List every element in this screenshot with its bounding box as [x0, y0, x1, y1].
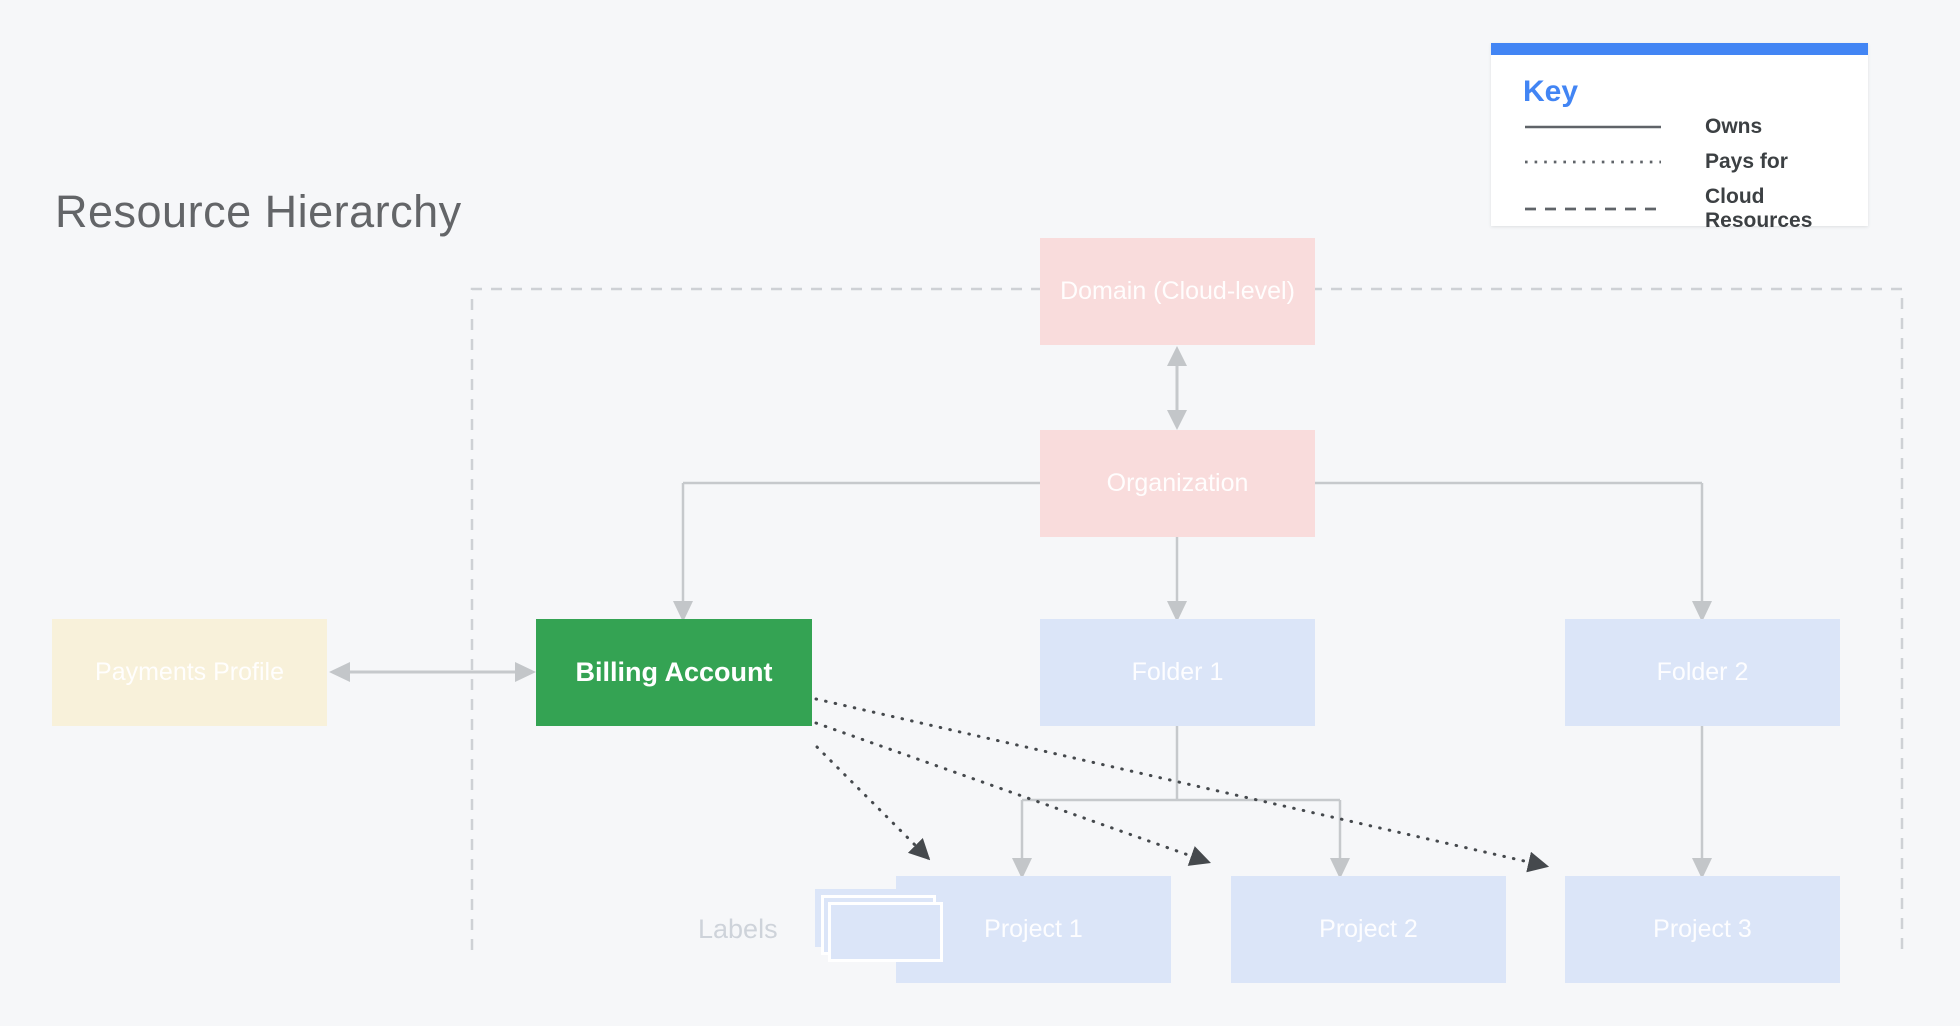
node-folder-2: Folder 2 [1565, 619, 1840, 726]
legend-label-owns: Owns [1705, 115, 1763, 138]
pays-for-arrow-project1 [815, 745, 931, 861]
page-title: Resource Hierarchy [55, 186, 462, 237]
labels-caption: Labels [698, 914, 778, 944]
legend-row-owns: Owns [1523, 115, 1844, 139]
node-domain: Domain (Cloud-level) [1040, 238, 1315, 345]
legend-card: Key Owns Pays for Cloud Resources [1491, 43, 1868, 232]
label-card-front [828, 902, 943, 962]
legend-label-pays-for: Pays for [1705, 150, 1788, 174]
legend-row-pays-for: Pays for [1523, 150, 1844, 174]
legend-title: Key [1523, 75, 1579, 108]
node-payments-profile: Payments Profile [52, 619, 327, 726]
node-billing-account: Billing Account [536, 619, 812, 726]
pays-for-arrow-project2 [814, 721, 1211, 866]
folder1-projects-lines [1020, 726, 1342, 858]
solid-line-icon [1523, 124, 1671, 130]
arrowhead-right-icon [515, 662, 536, 682]
node-project-2: Project 2 [1231, 876, 1506, 983]
dotted-line-icon [1523, 159, 1671, 165]
dashed-line-icon [1523, 206, 1671, 212]
node-organization: Organization [1040, 430, 1315, 537]
node-project-3: Project 3 [1565, 876, 1840, 983]
labels-stacked-cards-icon [815, 889, 947, 969]
arrowhead-down-icon [1167, 410, 1187, 430]
arrowhead-left-icon [329, 662, 350, 682]
legend-label-cloud-resources: Cloud Resources [1705, 185, 1813, 233]
node-folder-1: Folder 1 [1040, 619, 1315, 726]
legend-accent-bar [1491, 43, 1868, 55]
legend-row-cloud-resources: Cloud Resources [1523, 185, 1844, 233]
arrowhead-up-icon [1167, 346, 1187, 366]
